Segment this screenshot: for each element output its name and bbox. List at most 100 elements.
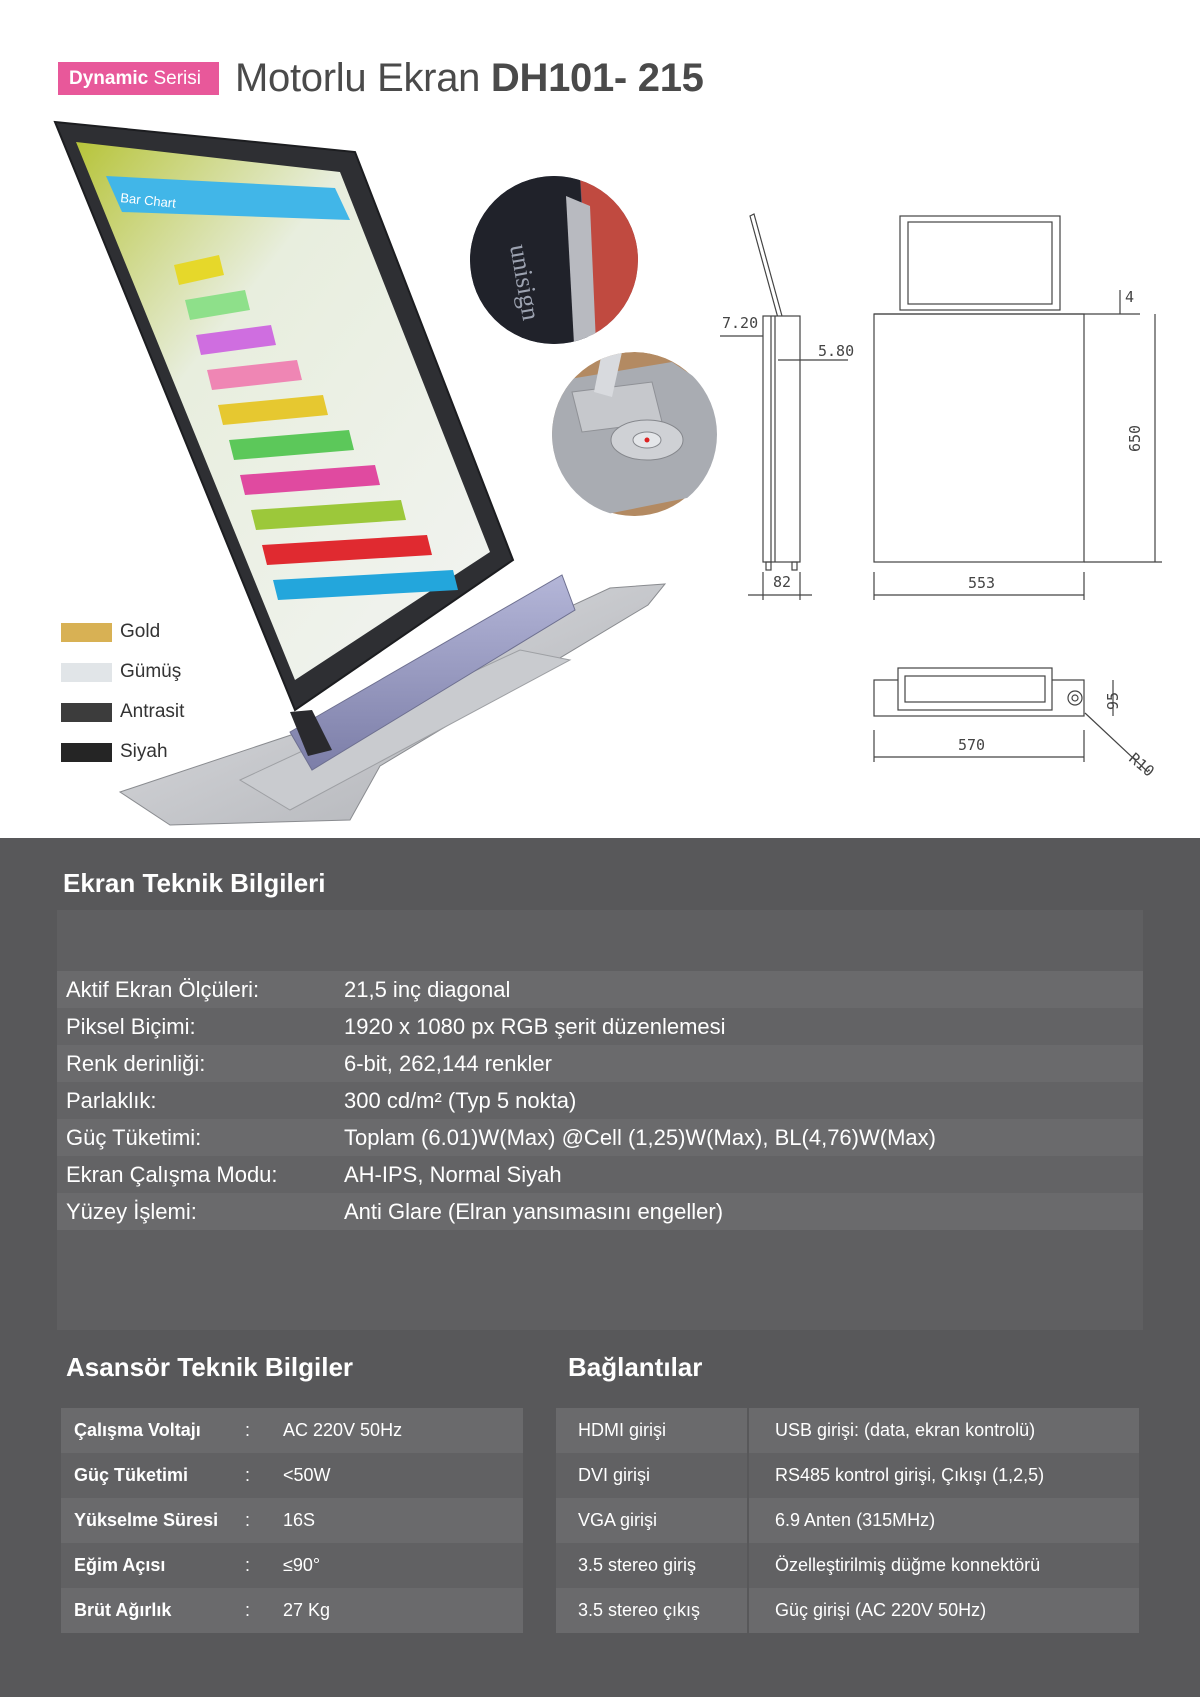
color-options: Gold Gümüş Antrasit Siyah	[61, 612, 184, 772]
connection-input: DVI girişi	[556, 1453, 749, 1498]
lift-row: Eğim Açısı : ≤90°	[61, 1543, 523, 1588]
dim-top-height: 95	[1104, 692, 1122, 710]
spec-row: Renk derinliği: 6-bit, 262,144 renkler	[57, 1045, 1143, 1082]
lift-row: Güç Tüketimi : <50W	[61, 1453, 523, 1498]
connection-detail: Özelleştirilmiş düğme konnektörü	[775, 1555, 1041, 1575]
lift-row: Yükselme Süresi : 16S	[61, 1498, 523, 1543]
spec-key: Piksel Biçimi:	[66, 1013, 196, 1039]
connection-input: HDMI girişi	[556, 1408, 749, 1453]
screen-bar	[196, 325, 276, 355]
spec-row: Güç Tüketimi: Toplam (6.01)W(Max) @Cell …	[57, 1119, 1143, 1156]
color-option-silver: Gümüş	[61, 652, 184, 692]
connection-detail: RS485 kontrol girişi, Çıkışı (1,2,5)	[775, 1465, 1045, 1485]
technical-drawing: 7.20 5.80 82 4 650 553 95 570 R10	[720, 213, 1162, 780]
color-option-gold: Gold	[61, 612, 184, 652]
dim-front-width: 553	[968, 574, 995, 592]
spec-key: Güç Tüketimi:	[66, 1124, 202, 1150]
lift-key: Brüt Ağırlık	[74, 1600, 172, 1620]
connection-row: VGA girişi 6.9 Anten (315MHz)	[556, 1498, 1139, 1543]
lift-key: Çalışma Voltajı	[74, 1420, 201, 1440]
spec-row: Parlaklık: 300 cd/m² (Typ 5 nokta)	[57, 1082, 1143, 1119]
swatch-gold	[61, 622, 112, 642]
screen-bar	[273, 570, 458, 600]
lift-value: 27 Kg	[283, 1600, 331, 1620]
hinge-bar	[289, 574, 576, 771]
connection-detail: Güç girişi (AC 220V 50Hz)	[775, 1600, 987, 1620]
screen-bar	[262, 535, 432, 565]
page-title: Motorlu Ekran DH101- 215	[235, 56, 704, 100]
color-label: Gümüş	[120, 661, 182, 682]
button-detail-photo	[552, 352, 717, 517]
spec-key: Aktif Ekran Ölçüleri:	[66, 976, 260, 1002]
connection-row: HDMI girişi USB girişi: (data, ekran kon…	[556, 1408, 1139, 1453]
color-option-anthracite: Antrasit	[61, 692, 184, 732]
color-label: Antrasit	[120, 701, 185, 722]
dim-side-top: 7.20	[722, 314, 758, 332]
lift-specs-title: Asansör Teknik Bilgiler	[66, 1352, 354, 1382]
lift-sep: :	[245, 1465, 251, 1485]
screen-bar	[229, 430, 354, 460]
lift-key: Güç Tüketimi	[74, 1465, 189, 1485]
spec-value: AH-IPS, Normal Siyah	[344, 1161, 562, 1187]
lift-value: <50W	[283, 1465, 331, 1485]
product-illustration: Bar Chart	[53, 120, 667, 826]
color-label: Siyah	[120, 741, 168, 762]
swatch-anthracite	[61, 702, 112, 722]
series-badge: Dynamic Serisi	[58, 62, 219, 95]
logo-detail-photo: unisign	[470, 176, 638, 344]
spec-value: 300 cd/m² (Typ 5 nokta)	[344, 1087, 577, 1113]
screen-bar	[174, 255, 224, 285]
lift-key: Eğim Açısı	[74, 1555, 166, 1575]
lift-sep: :	[245, 1600, 251, 1620]
connection-row: 3.5 stereo giriş Özelleştirilmiş düğme k…	[556, 1543, 1139, 1588]
screen-bar	[185, 290, 250, 320]
color-option-black: Siyah	[61, 732, 184, 772]
screen-bars	[174, 255, 458, 600]
lift-key: Yükselme Süresi	[74, 1510, 219, 1530]
spec-key: Ekran Çalışma Modu:	[66, 1161, 278, 1187]
spec-row: Piksel Biçimi: 1920 x 1080 px RGB şerit …	[57, 1008, 1143, 1045]
spec-key: Parlaklık:	[66, 1087, 157, 1113]
product-overview: Dynamic Serisi Motorlu Ekran DH101- 215	[0, 0, 1200, 838]
lift-row: Brüt Ağırlık : 27 Kg	[61, 1588, 523, 1633]
swatch-silver	[61, 662, 112, 682]
dim-side-right: 5.80	[818, 342, 854, 360]
page-header: Dynamic Serisi Motorlu Ekran DH101- 215	[58, 56, 704, 101]
screen-bar	[218, 395, 328, 425]
connection-detail: USB girişi: (data, ekran kontrolü)	[775, 1420, 1036, 1440]
spec-panel: Ekran Teknik Bilgileri Aktif Ekran Ölçül…	[0, 838, 1200, 1697]
screen-chart-title: Bar Chart	[120, 190, 177, 211]
spec-value: 6-bit, 262,144 renkler	[344, 1050, 552, 1076]
screen-bar	[207, 360, 302, 390]
connection-detail: 6.9 Anten (315MHz)	[775, 1510, 936, 1530]
screen-bar	[240, 465, 380, 495]
lift-sep: :	[245, 1510, 251, 1530]
dim-front-top: 4	[1125, 288, 1134, 306]
spec-value: 1920 x 1080 px RGB şerit düzenlemesi	[344, 1013, 726, 1039]
lift-value: AC 220V 50Hz	[283, 1420, 403, 1440]
connections-title: Bağlantılar	[568, 1352, 703, 1382]
dim-front-height: 650	[1126, 425, 1144, 452]
spec-key: Yüzey İşlemi:	[66, 1198, 197, 1224]
connection-input: 3.5 stereo giriş	[556, 1543, 749, 1588]
connections-table: HDMI girişi USB girişi: (data, ekran kon…	[556, 1408, 1139, 1633]
lift-specs-table: Çalışma Voltajı : AC 220V 50Hz Güç Tüket…	[61, 1408, 523, 1633]
screen-bar	[251, 500, 406, 530]
dim-side-bottom: 82	[773, 573, 791, 591]
lift-sep: :	[245, 1420, 251, 1440]
color-label: Gold	[120, 621, 161, 642]
connection-row: 3.5 stereo çıkış Güç girişi (AC 220V 50H…	[556, 1588, 1139, 1633]
dim-top-width: 570	[958, 736, 985, 754]
spec-row: Ekran Çalışma Modu: AH-IPS, Normal Siyah	[57, 1156, 1143, 1193]
lift-value: ≤90°	[283, 1555, 321, 1575]
spec-row: Yüzey İşlemi: Anti Glare (Elran yansımas…	[57, 1193, 1143, 1230]
lift-row: Çalışma Voltajı : AC 220V 50Hz	[61, 1408, 523, 1453]
dim-radius: R10	[1125, 749, 1157, 780]
lift-sep: :	[245, 1555, 251, 1575]
lift-value: 16S	[283, 1510, 316, 1530]
connection-row: DVI girişi RS485 kontrol girişi, Çıkışı …	[556, 1453, 1139, 1498]
screen-specs-block: Aktif Ekran Ölçüleri: 21,5 inç diagonal …	[57, 910, 1143, 1330]
connection-input: VGA girişi	[556, 1498, 749, 1543]
screen-specs-title: Ekran Teknik Bilgileri	[63, 868, 326, 898]
swatch-black	[61, 742, 112, 762]
